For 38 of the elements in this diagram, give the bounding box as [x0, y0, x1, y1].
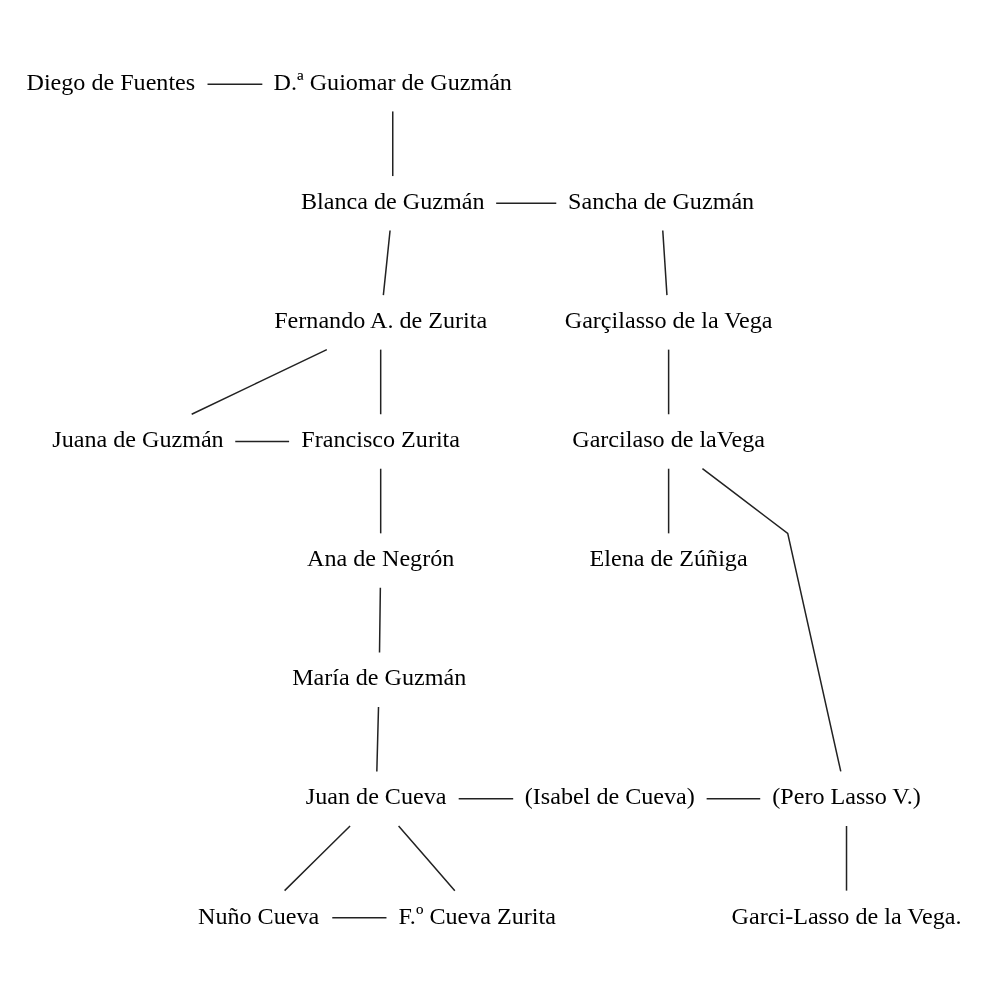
- node-text: María de Guzmán: [292, 663, 467, 690]
- connector: [705, 797, 761, 799]
- connector: [392, 110, 394, 177]
- connector: [382, 229, 391, 296]
- connector: [283, 824, 351, 891]
- connector: [662, 229, 668, 296]
- node-text: (Isabel de Cueva): [524, 782, 695, 809]
- node-text: Garcilaso de laVega: [572, 425, 766, 452]
- node-text: Juana de Guzmán: [52, 425, 224, 452]
- node-text: Diego de Fuentes: [26, 68, 196, 95]
- node-text: Blanca de Guzmán: [301, 187, 485, 214]
- node-text: D.ª Guiomar de Guzmán: [273, 68, 512, 95]
- node-text: F.º Cueva Zurita: [398, 902, 556, 929]
- connector: [667, 348, 670, 415]
- connector: [667, 467, 670, 534]
- node-text: (Pero Lasso V.): [772, 782, 921, 809]
- node-text: Nuño Cueva: [197, 902, 320, 929]
- connector: [397, 824, 456, 891]
- connector: [331, 916, 388, 919]
- connector: [378, 586, 382, 653]
- node-text: Ana de Negrón: [307, 544, 455, 571]
- connector: [379, 467, 382, 534]
- node-text: Garci-Lasso de la Vega.: [731, 902, 962, 929]
- connector: [457, 797, 514, 799]
- connector: [701, 467, 842, 772]
- node-text: Francisco Zurita: [301, 425, 461, 452]
- node-text: Fernando A. de Zurita: [274, 306, 488, 333]
- node-text: Elena de Zúñiga: [589, 544, 748, 571]
- connector: [845, 824, 848, 891]
- node-text: Juan de Cueva: [305, 782, 447, 809]
- connector: [190, 348, 328, 415]
- connector: [376, 705, 380, 772]
- node-text: Garçilasso de la Vega: [564, 306, 773, 333]
- connector: [206, 82, 264, 85]
- connector: [234, 440, 290, 442]
- connector: [495, 202, 558, 204]
- connector: [379, 348, 382, 415]
- node-text: Sancha de Guzmán: [568, 187, 755, 214]
